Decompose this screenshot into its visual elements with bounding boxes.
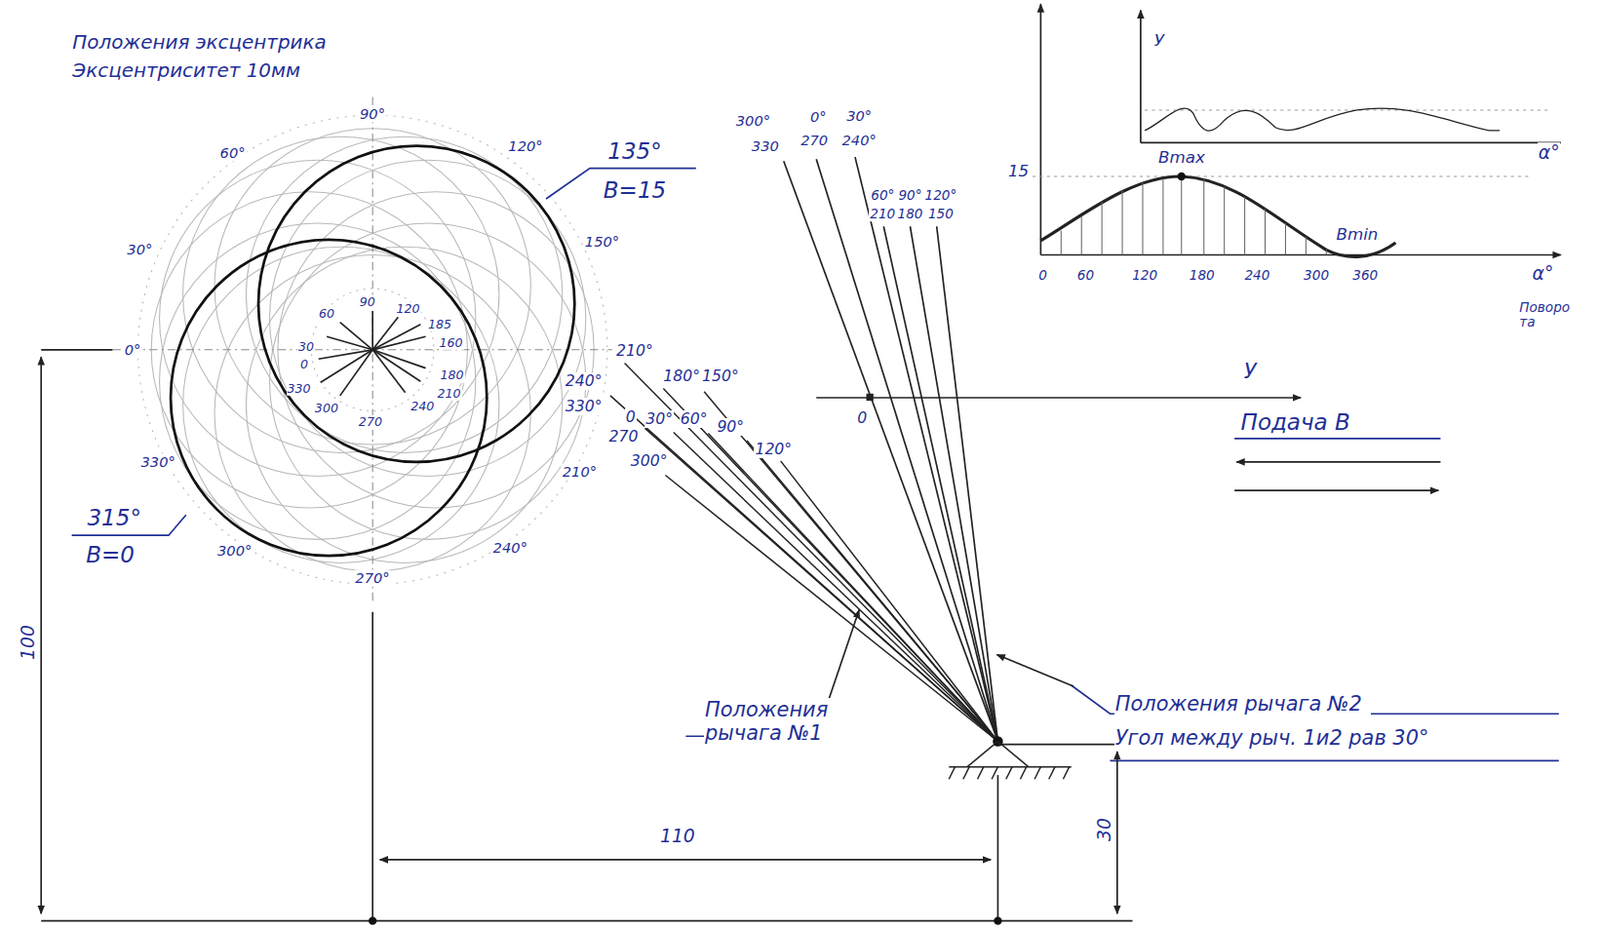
drawing-label: B=15 bbox=[602, 176, 667, 202]
drawing-label: 240 bbox=[1243, 268, 1271, 284]
drawing-label: 300 bbox=[313, 400, 340, 415]
drawing-label: Угол между рыч. 1и2 рав 30° bbox=[1114, 726, 1431, 750]
drawing-label: 120 bbox=[1131, 268, 1159, 284]
drawing-label: 30° bbox=[125, 241, 154, 259]
drawing-label: Положения рычага №1 bbox=[703, 698, 900, 745]
drawing-label: 120° bbox=[753, 439, 793, 458]
drawing-label: 90° bbox=[897, 188, 923, 204]
drawing-label: 0 bbox=[299, 356, 310, 371]
drawing-label: 135° bbox=[606, 138, 663, 164]
drawing-label: 185 bbox=[427, 317, 453, 332]
drawing-label: 60° bbox=[219, 145, 247, 162]
drawing-label: 0° bbox=[809, 109, 828, 126]
drawing-label: Положения эксцентрика bbox=[71, 32, 327, 55]
drawing-label: 270° bbox=[353, 570, 391, 587]
drawing-label: Эксцентриситет 10мм bbox=[71, 60, 302, 83]
drawing-label: 90° bbox=[715, 417, 745, 435]
drawing-label: У bbox=[1153, 31, 1166, 50]
drawing-label: 180 bbox=[439, 368, 466, 383]
drawing-label: 100 bbox=[17, 624, 40, 662]
drawing-label: 210 bbox=[435, 387, 462, 401]
drawing-label: Поворо та bbox=[1518, 300, 1582, 331]
drawing-label: 0 bbox=[624, 408, 637, 427]
drawing-label: Bmax bbox=[1157, 149, 1207, 168]
drawing-label: 180 bbox=[1188, 268, 1216, 284]
drawing-label: α° bbox=[1537, 142, 1561, 164]
drawing-label: 15 bbox=[1007, 161, 1030, 181]
drawing-label: 60 bbox=[317, 307, 336, 321]
drawing-label: 150° bbox=[701, 367, 741, 386]
drawing-label: 120° bbox=[924, 188, 959, 204]
drawing-label: 330° bbox=[139, 454, 176, 471]
drawing-label: 240° bbox=[492, 540, 529, 557]
drawing-label: 30° bbox=[644, 410, 674, 429]
drawing-label: 150° bbox=[584, 234, 621, 251]
drawing-label: 300 bbox=[1302, 268, 1330, 284]
drawing-label: 150 bbox=[927, 206, 955, 223]
drawing-label: 300° bbox=[629, 452, 669, 470]
drawing-label: 210 bbox=[868, 206, 897, 223]
drawing-label: 180° bbox=[662, 367, 702, 386]
drawing-label: 30 bbox=[1094, 817, 1117, 843]
drawing-label: 315° bbox=[85, 504, 142, 530]
drawing-label: 270 bbox=[799, 132, 829, 150]
drawing-label: 210° bbox=[561, 463, 598, 480]
drawing-label: 330 bbox=[750, 137, 781, 155]
drawing-label: 240° bbox=[840, 132, 877, 150]
drawing-label: 0° bbox=[123, 342, 143, 359]
drawing-label: 110 bbox=[659, 825, 697, 848]
drawing-label: 120 bbox=[395, 302, 422, 316]
drawing-label: 60° bbox=[679, 410, 709, 429]
drawing-label: B=0 bbox=[84, 542, 136, 568]
drawing-label: 30° bbox=[845, 108, 873, 125]
drawing-label: 30 bbox=[297, 340, 315, 354]
drawing-label: Bmin bbox=[1334, 225, 1379, 244]
drawing-label: 300° bbox=[735, 112, 772, 129]
drawing-label: 330 bbox=[286, 381, 313, 395]
drawing-label: 240 bbox=[409, 398, 435, 413]
drawing-label: 60 bbox=[1076, 268, 1095, 284]
drawing-label: 270 bbox=[357, 415, 384, 430]
drawing-label: Положения рычага №2 bbox=[1114, 692, 1372, 716]
drawing-label: 90 bbox=[358, 295, 377, 310]
drawing-label: α° bbox=[1531, 263, 1556, 285]
drawing-label: 90° bbox=[358, 106, 387, 123]
drawing-label: У bbox=[1243, 359, 1258, 384]
drawing-label: 330° bbox=[564, 396, 604, 415]
drawing-label: 180 bbox=[897, 206, 925, 223]
drawing-label: 60° bbox=[869, 188, 896, 204]
drawing-label: 240° bbox=[564, 372, 604, 391]
drawing-label: 0 bbox=[856, 409, 868, 428]
drawing-label: 160 bbox=[438, 335, 465, 350]
drawing-label: 0 bbox=[1037, 268, 1049, 284]
drawing-label: 210° bbox=[615, 342, 655, 360]
drawing-label: 270 bbox=[607, 428, 639, 446]
drawing-label: 360 bbox=[1351, 268, 1379, 284]
drawing-label: 300° bbox=[216, 543, 253, 560]
drawing-label: Подача В bbox=[1240, 409, 1352, 435]
drawing-label: 120° bbox=[507, 137, 544, 155]
